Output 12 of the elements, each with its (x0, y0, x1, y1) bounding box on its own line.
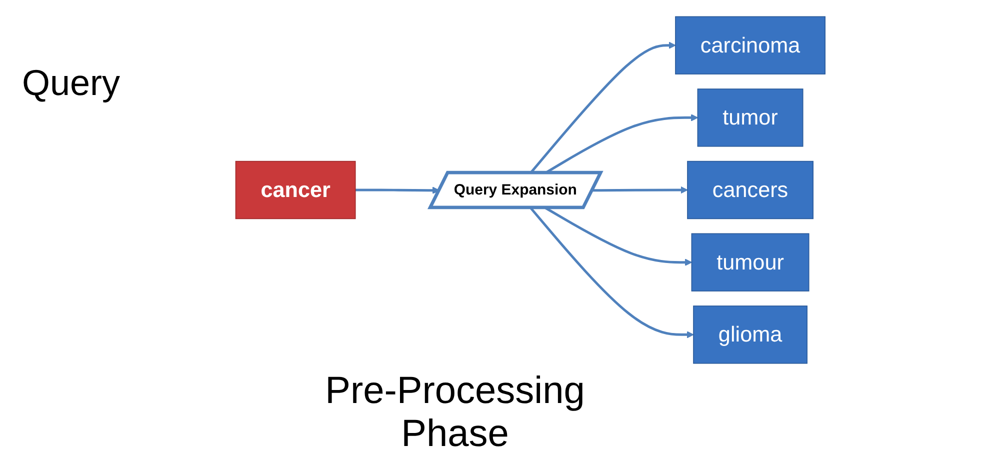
node-box: cancer (234, 160, 356, 220)
node-box: cancers (686, 160, 814, 220)
node-box: carcinoma (674, 16, 826, 74)
text-label: Query (22, 62, 120, 104)
node-box: tumour (690, 233, 809, 292)
node-box: tumor (696, 88, 803, 147)
arrow (592, 186, 688, 194)
arrow (354, 186, 440, 194)
text-label: Pre-Processing Phase (324, 370, 586, 456)
arrow (529, 207, 694, 338)
arrow (544, 206, 692, 266)
node-box: glioma (692, 306, 808, 364)
